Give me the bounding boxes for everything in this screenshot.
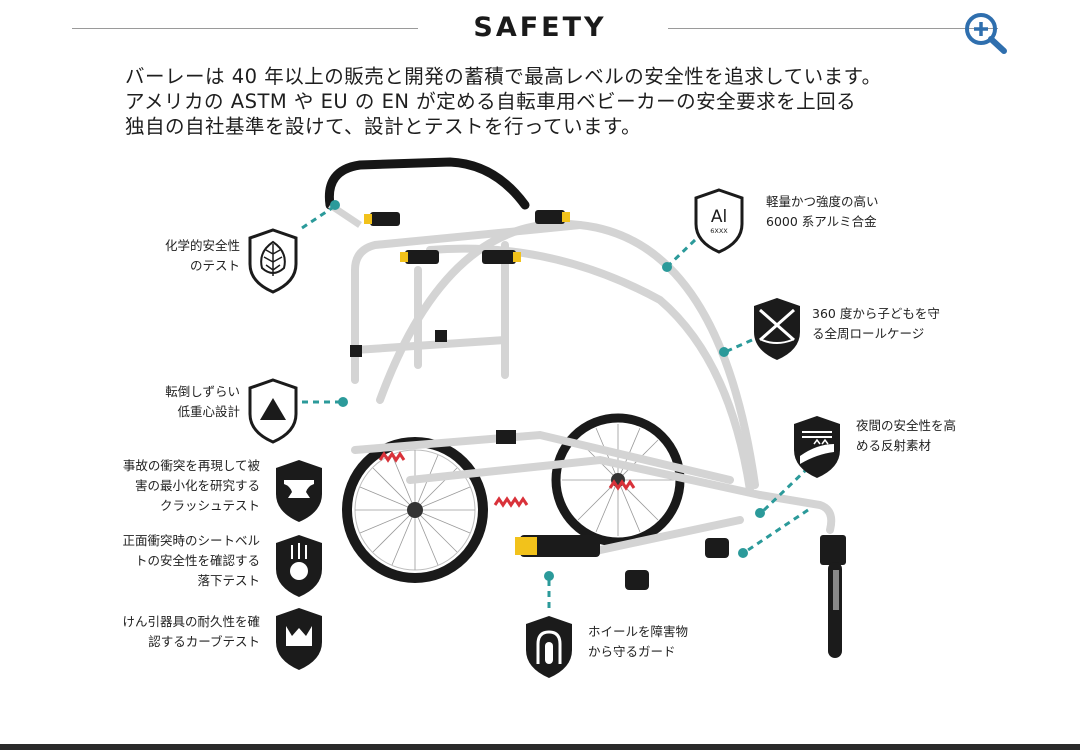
leaf-shield-icon xyxy=(248,228,298,294)
feature-text: 認するカーブテスト xyxy=(148,634,260,649)
feature-text: 転倒しずらい xyxy=(165,384,240,399)
handle-post xyxy=(328,202,362,228)
feature-text: 360 度から子どもを守 xyxy=(812,306,940,321)
feature-text: 化学的安全性 xyxy=(164,238,240,253)
intro-line: アメリカの ASTM や EU の EN が定める自転車用ベビーカーの安全要求を… xyxy=(125,90,857,113)
feature-aluminum-label: 軽量かつ強度の高い 6000 系アルミ合金 xyxy=(766,192,879,232)
feature-hitch-label: けん引器具の耐久性を確 認するカーブテスト xyxy=(110,612,260,652)
front-caster-wheel xyxy=(828,562,842,658)
feature-text: 軽量かつ強度の高い xyxy=(766,194,879,209)
wheel-guard-shield-icon xyxy=(524,614,574,678)
feature-text: 害の最小化を研究する xyxy=(134,478,260,493)
feature-rollover-label: 転倒しずらい 低重心設計 xyxy=(130,382,240,422)
feature-drop-label: 正面衝突時のシートベル トの安全性を確認する 落下テスト xyxy=(110,531,260,591)
feature-text: 正面衝突時のシートベル xyxy=(122,533,260,548)
right-wheel xyxy=(551,413,685,547)
feature-text: 6000 系アルミ合金 xyxy=(766,214,877,229)
page-title: SAFETY xyxy=(473,12,607,43)
feature-text: から守るガード xyxy=(588,644,676,659)
aluminum-frame xyxy=(351,219,836,555)
feature-text: トの安全性を確認する xyxy=(134,553,260,568)
bottom-edge-bar xyxy=(0,744,1080,750)
header-rule-left xyxy=(72,28,418,29)
intro-text: バーレーは 40 年以上の販売と開発の蓄積で最高レベルの安全性を追求しています。… xyxy=(125,64,1025,139)
handle-bar xyxy=(324,157,530,210)
frame-fittings xyxy=(350,210,846,590)
intro-line: 独自の自社基準を設けて、設計とテストを行っています。 xyxy=(125,115,642,138)
intro-line: バーレーは 40 年以上の販売と開発の蓄積で最高レベルの安全性を追求しています。 xyxy=(125,65,882,88)
feature-wheelguard-label: ホイールを障害物 から守るガード xyxy=(588,622,688,662)
feature-text: 事故の衝突を再現して被 xyxy=(122,458,260,473)
curve-test-shield-icon xyxy=(274,606,324,670)
aluminum-shield-icon: Al 6XXX xyxy=(694,188,744,254)
aluminum-badge-text: Al xyxy=(711,207,727,227)
feature-reflective-label: 夜間の安全性を高 める反射素材 xyxy=(856,416,956,456)
feature-text: 低重心設計 xyxy=(177,404,240,419)
feature-text: る全周ロールケージ xyxy=(812,326,925,341)
bike-trailer-illustration xyxy=(324,157,846,658)
feature-text: 落下テスト xyxy=(197,573,260,588)
feature-text: める反射素材 xyxy=(856,438,932,453)
triangle-shield-icon xyxy=(248,378,298,444)
feature-text: のテスト xyxy=(189,258,240,273)
header-rule-right xyxy=(668,28,998,29)
feature-chemical-label: 化学的安全性 のテスト xyxy=(130,236,240,276)
aluminum-badge-subtext: 6XXX xyxy=(710,227,728,235)
feature-text: 夜間の安全性を高 xyxy=(856,418,957,433)
anvil-shield-icon xyxy=(274,458,324,522)
zoom-in-button[interactable] xyxy=(962,10,1010,56)
drop-test-shield-icon xyxy=(274,533,324,597)
rollcage-shield-icon xyxy=(752,296,802,360)
feature-text: クラッシュテスト xyxy=(159,498,260,513)
feature-text: けん引器具の耐久性を確 xyxy=(122,614,260,629)
feature-text: ホイールを障害物 xyxy=(588,624,689,639)
feature-crash-label: 事故の衝突を再現して被 害の最小化を研究する クラッシュテスト xyxy=(110,456,260,516)
feature-rollcage-label: 360 度から子どもを守 る全周ロールケージ xyxy=(812,304,940,344)
suspension-springs xyxy=(378,451,636,508)
left-wheel xyxy=(342,437,488,583)
zoom-in-icon xyxy=(965,13,1007,54)
reflective-shield-icon xyxy=(792,414,842,478)
